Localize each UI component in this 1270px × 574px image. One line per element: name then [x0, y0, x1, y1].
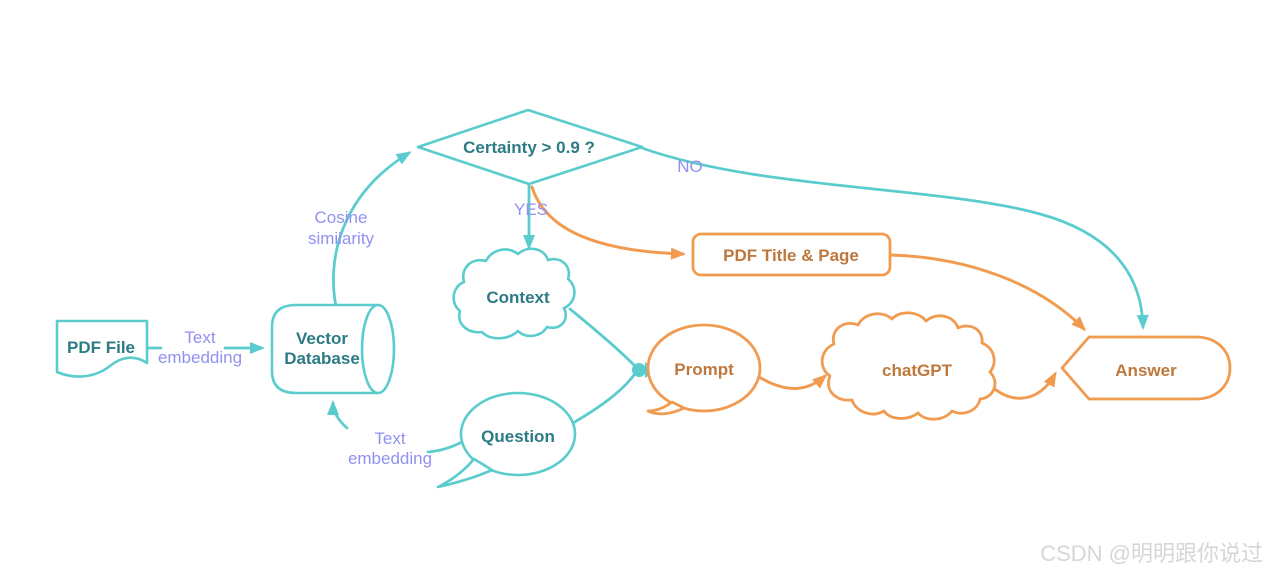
- cosine-similarity-label-line1: Cosine: [315, 208, 368, 227]
- question-bubble-node: [436, 391, 577, 489]
- yes-label: YES: [514, 200, 548, 219]
- connector-pdftitle-to-answer: [888, 253, 1087, 332]
- chatgpt-label: chatGPT: [882, 361, 953, 380]
- connector-decision-to-pdftitle: [530, 185, 686, 260]
- text-embedding-bottom-label-line2: embedding: [348, 449, 432, 468]
- connector-question-to-db-segment: [426, 440, 464, 454]
- prompt-label: Prompt: [674, 360, 734, 379]
- vector-database-node: [270, 303, 396, 395]
- prompt-tail: [646, 400, 686, 416]
- connector-chatgpt-to-answer: [989, 371, 1057, 400]
- pdf-file-node: [55, 319, 149, 378]
- pdf-title-page-label: PDF Title & Page: [723, 246, 859, 265]
- merge-dot: [632, 363, 646, 377]
- answer-label: Answer: [1115, 361, 1177, 380]
- no-label: NO: [677, 157, 703, 176]
- connector-question-to-db-arrow: [327, 400, 349, 430]
- question-label: Question: [481, 427, 555, 446]
- connector-prompt-to-chatgpt: [757, 374, 828, 390]
- prompt-bubble-node: [646, 323, 762, 416]
- connector-decision-no: [640, 146, 1149, 330]
- text-embedding-top-label-line1: Text: [184, 328, 215, 347]
- connector-context-to-prompt: [568, 307, 636, 367]
- vector-database-label-line1: Vector: [296, 329, 348, 348]
- decision-label: Certainty > 0.9 ?: [463, 138, 595, 157]
- context-cloud-node: [452, 247, 576, 340]
- answer-node: [1060, 335, 1232, 401]
- pdf-title-page-node: [691, 232, 892, 277]
- context-label: Context: [486, 288, 550, 307]
- vector-database-label-line2: Database: [284, 349, 360, 368]
- connector-db-to-decision: [332, 151, 412, 308]
- text-embedding-bottom-label-line1: Text: [374, 429, 405, 448]
- text-embedding-top-label-line2: embedding: [158, 348, 242, 367]
- pdf-file-label: PDF File: [67, 338, 135, 357]
- watermark: CSDN @明明跟你说过: [1040, 541, 1263, 566]
- question-tail: [436, 457, 494, 489]
- decision-node: [416, 108, 644, 186]
- cosine-similarity-label-line2: similarity: [308, 229, 375, 248]
- connector-question-to-prompt: [571, 373, 636, 425]
- chatgpt-cloud-node: [820, 311, 997, 421]
